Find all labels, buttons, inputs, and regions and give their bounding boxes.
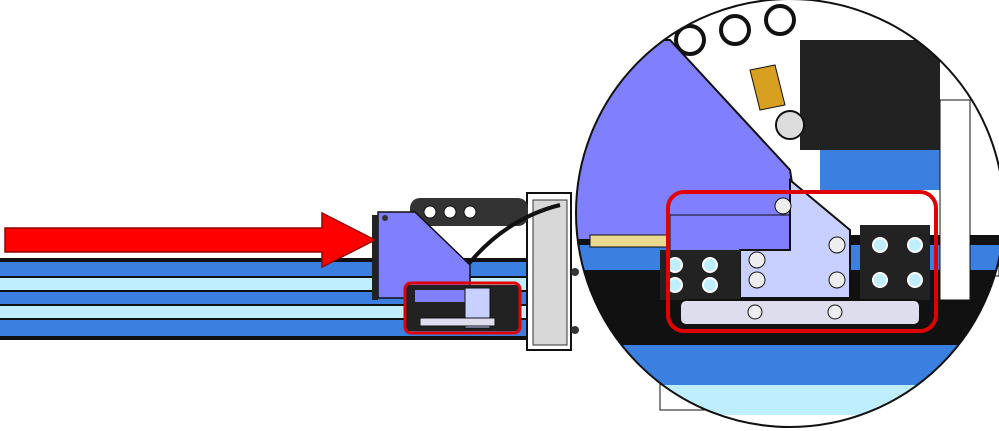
direction-arrow <box>4 211 377 269</box>
magnifier-lens-border <box>575 0 999 428</box>
highlight-box-small <box>403 281 522 335</box>
clamp-plate <box>405 285 520 331</box>
highlight-box-large <box>666 190 938 333</box>
end-block <box>526 192 579 351</box>
